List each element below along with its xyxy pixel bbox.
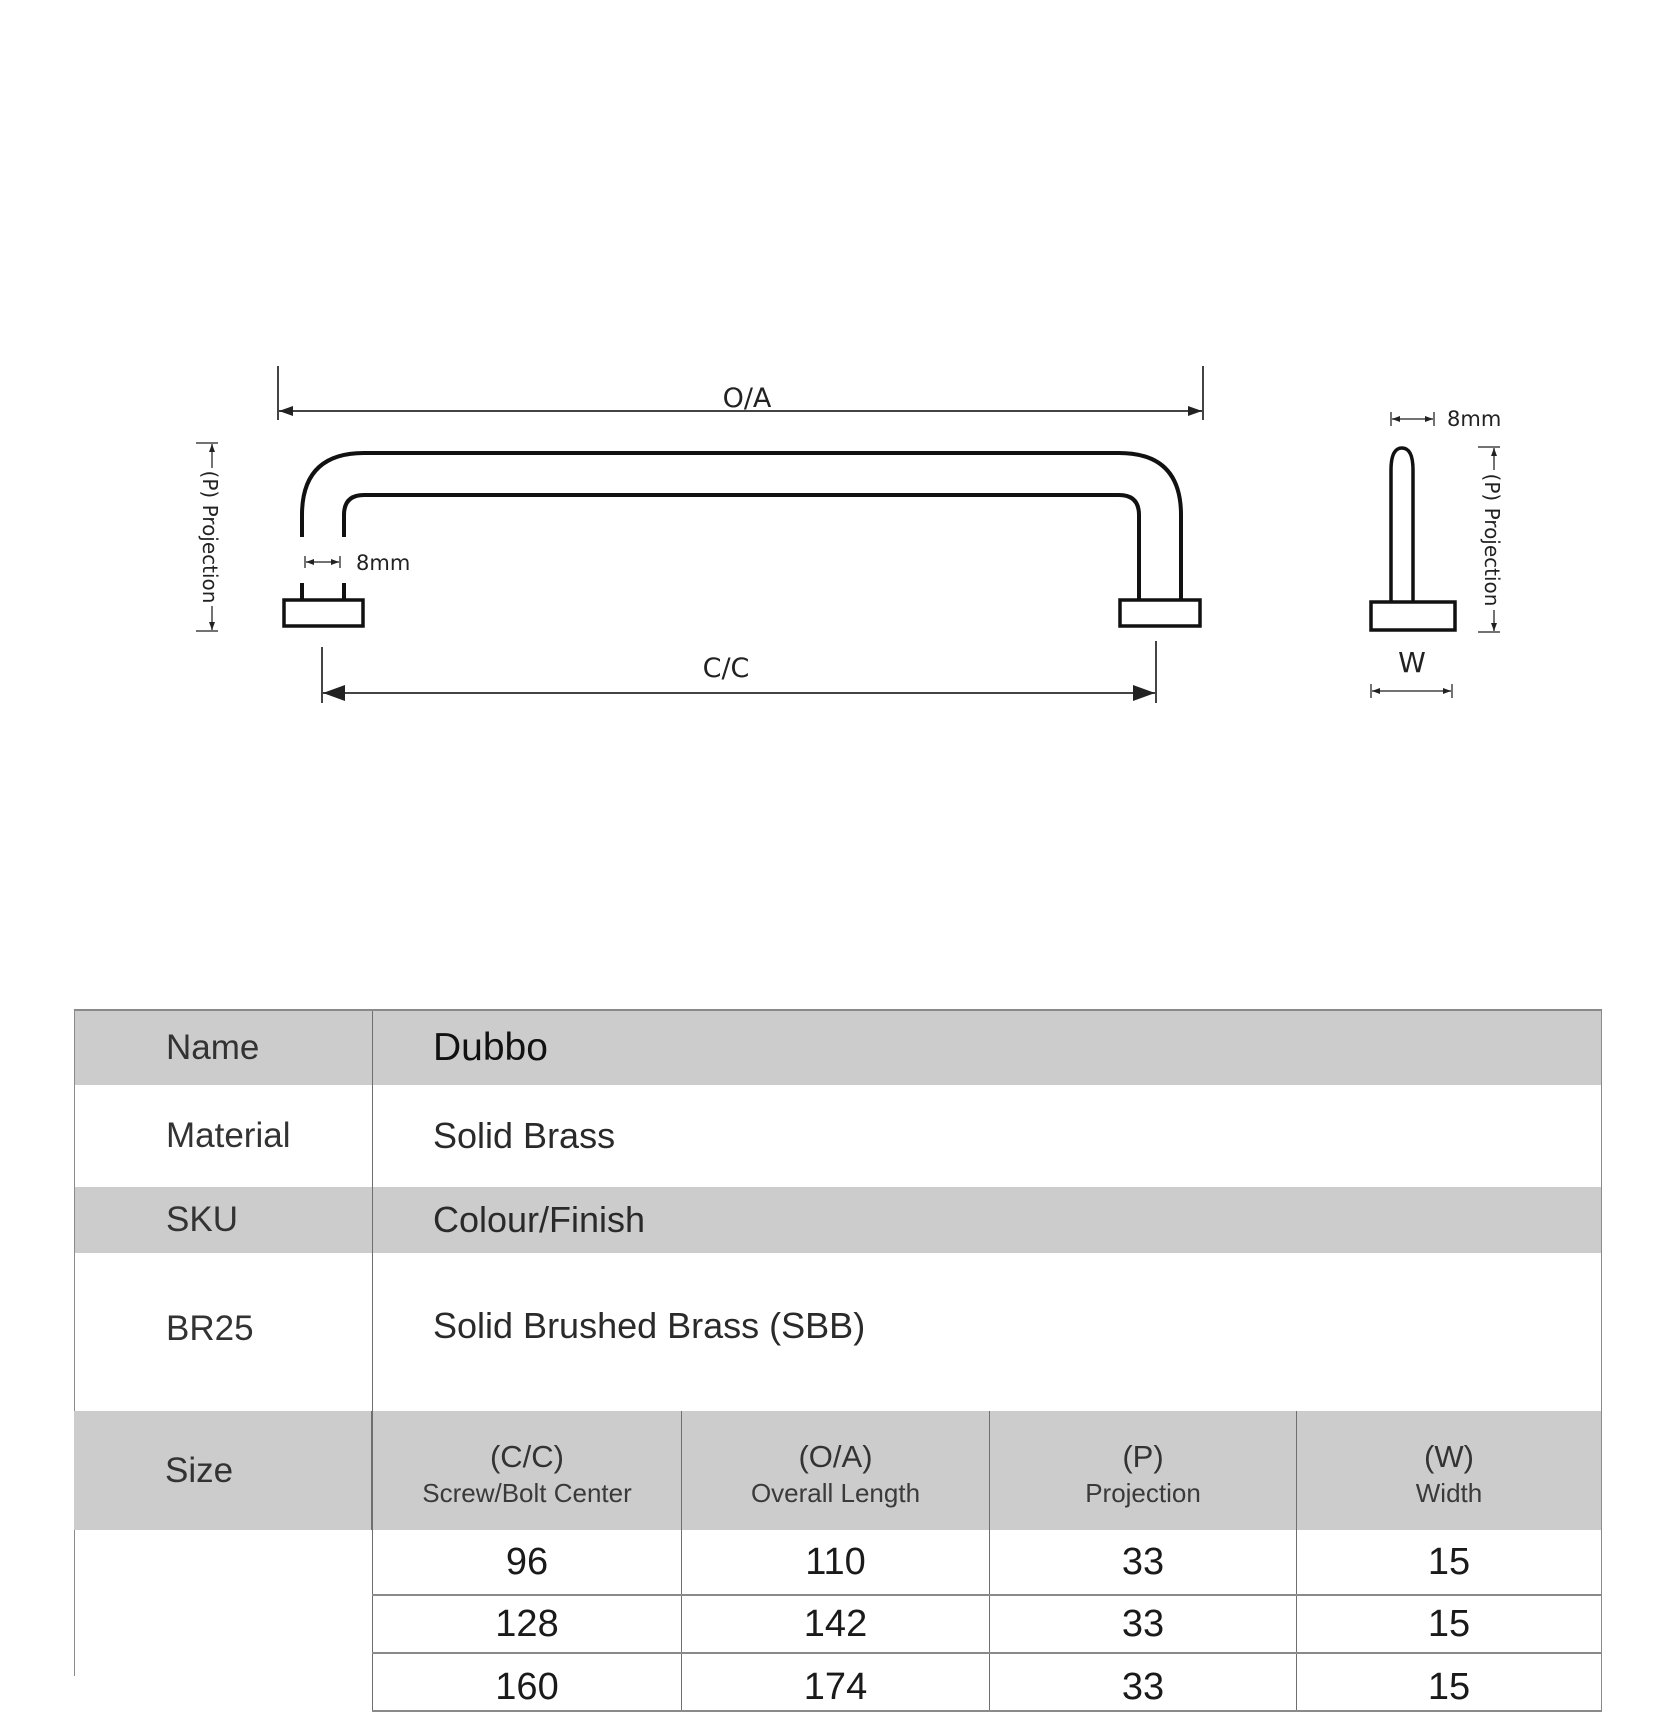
header-cc: (C/C)Screw/Bolt Center <box>372 1411 682 1530</box>
table-row: 160 174 33 15 <box>372 1653 1602 1712</box>
spec-row-sku-header: SKU Colour/Finish <box>74 1187 1602 1253</box>
material-label: Material <box>74 1085 373 1187</box>
name-label: Name <box>74 1009 373 1085</box>
center-to-center-dimension: C/C <box>321 641 1157 703</box>
sku-label: SKU <box>74 1187 373 1253</box>
overall-length-label: O/A <box>723 383 772 414</box>
colour-finish-label: Colour/Finish <box>372 1187 1602 1253</box>
rod-diameter-dimension: 8mm <box>304 551 410 575</box>
table-row: 96 110 33 15 <box>372 1530 1602 1596</box>
sku-value: BR25 <box>74 1253 373 1412</box>
name-value: Dubbo <box>372 1009 1602 1085</box>
table-row: 128 142 33 15 <box>372 1595 1602 1654</box>
header-oa: (O/A)Overall Length <box>681 1411 990 1530</box>
handle-technical-drawing: O/A 8mm (P) Projection C/C 8m <box>196 366 1504 703</box>
finish-value: Solid Brushed Brass (SBB) <box>372 1253 1602 1412</box>
spec-row-sku: BR25 Solid Brushed Brass (SBB) <box>74 1253 1602 1412</box>
projection-label-right: (P) Projection <box>1480 474 1504 607</box>
size-label: Size <box>74 1411 372 1530</box>
material-value: Solid Brass <box>372 1085 1602 1187</box>
size-empty-cell <box>74 1530 373 1676</box>
projection-label-left: (P) Projection <box>198 471 222 604</box>
header-w: (W)Width <box>1296 1411 1602 1530</box>
handle-side-view: 8mm (P) Projection W <box>1369 407 1504 698</box>
center-to-center-label: C/C <box>703 653 750 684</box>
rod-diameter-label: 8mm <box>356 551 410 575</box>
spec-row-material: Material Solid Brass <box>74 1085 1602 1187</box>
overall-length-dimension: O/A <box>277 366 1204 420</box>
header-p: (P)Projection <box>989 1411 1297 1530</box>
spec-table: Name Dubbo Material Solid Brass SKU Colo… <box>74 1009 1602 1412</box>
width-label: W <box>1398 646 1426 679</box>
side-rod-diameter-label: 8mm <box>1447 407 1501 431</box>
projection-dimension-left: (P) Projection <box>196 442 222 632</box>
handle-front-view <box>282 451 1202 628</box>
size-header-row: (C/C)Screw/Bolt Center (O/A)Overall Leng… <box>372 1411 1602 1530</box>
size-table: (C/C)Screw/Bolt Center (O/A)Overall Leng… <box>372 1411 1602 1712</box>
spec-row-name: Name Dubbo <box>74 1009 1602 1085</box>
